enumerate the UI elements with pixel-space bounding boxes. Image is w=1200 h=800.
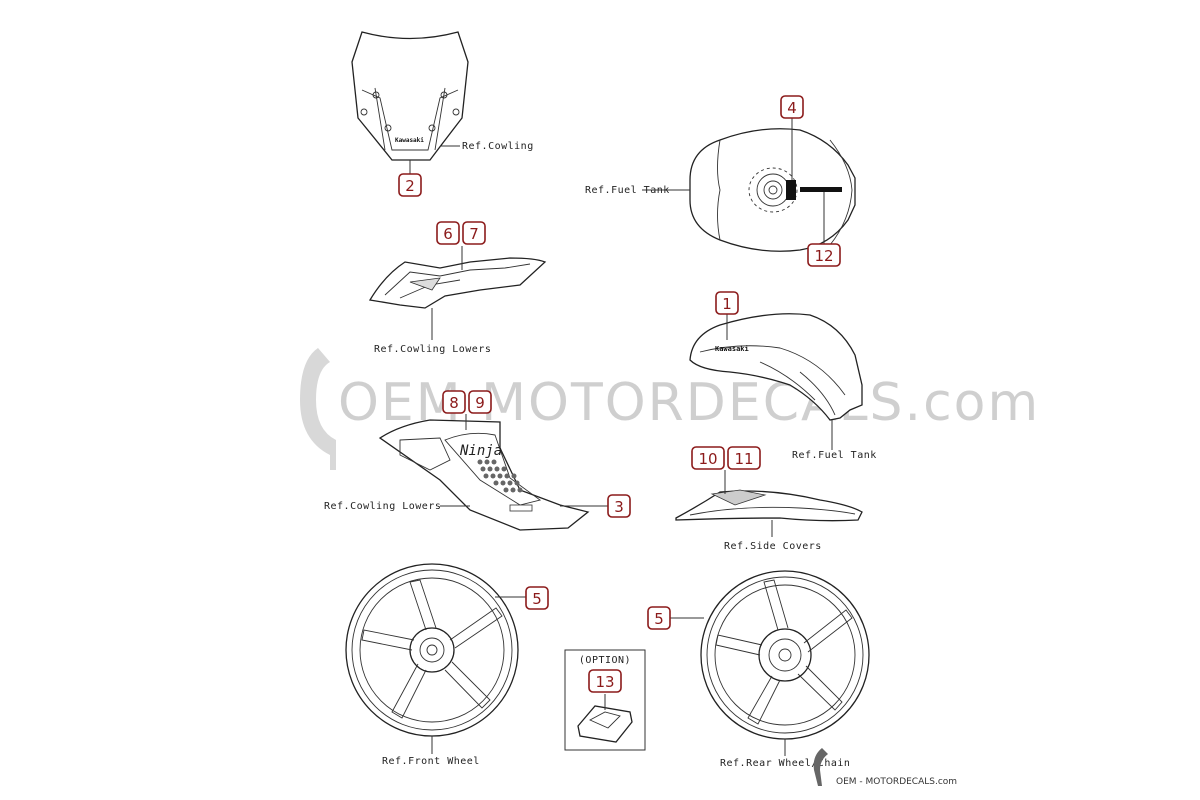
option-box: (OPTION) <box>564 649 646 751</box>
badge-part-3[interactable]: 3 <box>607 494 631 518</box>
badge-label: 12 <box>814 247 833 265</box>
cowling-lower-side-part: Ninja Ref.Cowling Lowers <box>324 414 608 531</box>
ref-cowling-lowers-mid: Ref.Cowling Lowers <box>324 501 441 512</box>
corner-logo: OEM - MOTORDECALS.com <box>813 748 957 787</box>
badge-part-7[interactable]: 7 <box>462 221 486 245</box>
ref-front-wheel: Ref.Front Wheel <box>382 756 480 767</box>
cowling-lower-upper-part: Ref.Cowling Lowers <box>368 246 547 355</box>
option-label: (OPTION) <box>579 655 631 666</box>
badge-label: 8 <box>449 394 459 412</box>
side-cover-part: Ref.Side Covers <box>675 470 863 552</box>
badge-part-6[interactable]: 6 <box>436 221 460 245</box>
badge-label: 13 <box>595 673 614 691</box>
ref-rear-wheel-chain: Ref.Rear Wheel/Chain <box>720 758 850 769</box>
badge-part-10[interactable]: 10 <box>691 446 725 470</box>
badge-part-5-rear[interactable]: 5 <box>647 606 671 630</box>
badge-part-9[interactable]: 9 <box>468 390 492 414</box>
ref-cowling: Ref.Cowling <box>462 141 534 152</box>
badge-label: 7 <box>469 225 479 243</box>
badge-label: 11 <box>734 450 753 468</box>
badge-label: 6 <box>443 225 453 243</box>
ref-fuel-tank-top: Ref.Fuel Tank <box>585 185 670 196</box>
rear-wheel-part: Ref.Rear Wheel/Chain <box>670 570 870 769</box>
windscreen-brand-text: Kawasaki <box>395 137 424 144</box>
badge-label: 10 <box>698 450 717 468</box>
badge-label: 5 <box>532 590 542 608</box>
ref-side-covers: Ref.Side Covers <box>724 541 822 552</box>
ref-cowling-lowers-top: Ref.Cowling Lowers <box>374 344 491 355</box>
badge-part-2[interactable]: 2 <box>398 173 422 197</box>
badge-label: 9 <box>475 394 485 412</box>
badge-part-13[interactable]: 13 <box>588 669 622 693</box>
badge-label: 5 <box>654 610 664 628</box>
badge-label: 4 <box>787 99 797 117</box>
badge-label: 1 <box>722 295 732 313</box>
fuel-tank-top-part: Ref.Fuel Tank <box>585 118 856 252</box>
badge-label: 3 <box>614 498 624 516</box>
badge-part-11[interactable]: 11 <box>727 446 761 470</box>
ninja-logo-text: Ninja <box>459 443 502 459</box>
badge-part-5-front[interactable]: 5 <box>525 586 549 610</box>
badge-part-4[interactable]: 4 <box>780 95 804 119</box>
corner-logo-text: OEM - MOTORDECALS.com <box>836 777 957 787</box>
fuel-tank-side-part: Kawasaki Ref.Fuel Tank <box>689 313 877 461</box>
ref-fuel-tank-side: Ref.Fuel Tank <box>792 450 877 461</box>
badge-label: 2 <box>405 177 415 195</box>
badge-part-8[interactable]: 8 <box>442 390 466 414</box>
front-wheel-part: Ref.Front Wheel <box>345 563 526 767</box>
badge-part-12[interactable]: 12 <box>807 243 841 267</box>
badge-part-1[interactable]: 1 <box>715 291 739 315</box>
windscreen-part: Kawasaki Ref.Cowling <box>351 31 534 174</box>
tank-brand-text: Kawasaki <box>715 345 749 353</box>
